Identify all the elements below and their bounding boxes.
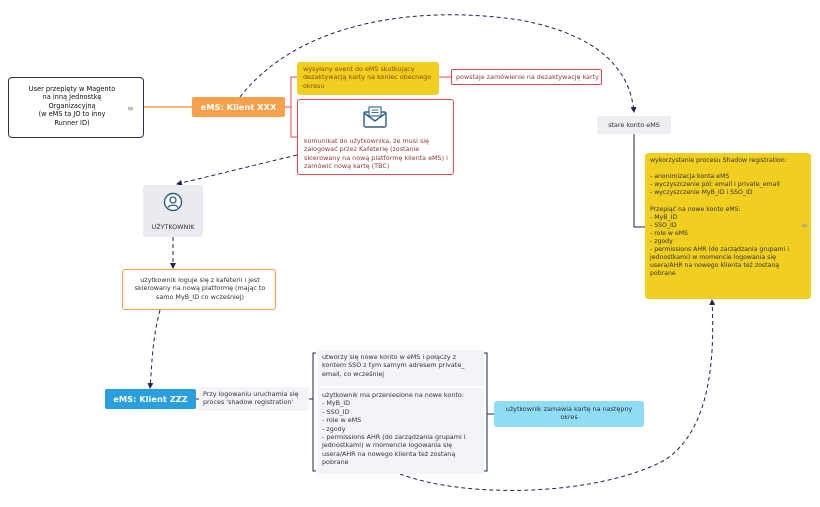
old-account-node[interactable]: stare konto eMS — [597, 116, 671, 134]
message-node[interactable]: komunikat do użytkownika, że musi się za… — [297, 99, 454, 175]
event-node[interactable]: wysyłany event do eMS skutkujący dezakty… — [297, 62, 439, 95]
login-node[interactable]: użytkownik loguje się z kafeterii i jest… — [122, 269, 276, 310]
connector-old-account-shadow — [633, 134, 645, 228]
shadow-trigger-node[interactable]: Przy logowaniu uruchamia się proces 'sha… — [199, 387, 309, 411]
user-note-box[interactable]: User przepięty w Magento na inną Jednost… — [8, 77, 144, 138]
order-node[interactable]: powstaje zamówienie na dezaktywację kart… — [451, 69, 602, 85]
event-text: wysyłany event do eMS skutkujący dezakty… — [303, 65, 432, 90]
new-account-text: utworzy się nowe konto w eMS i połączy z… — [322, 353, 465, 378]
old-account-text: stare konto eMS — [608, 121, 660, 129]
shadow-registration-node[interactable]: wykorzystanie procesu Shadow registratio… — [645, 153, 811, 299]
user-node[interactable]: UŻYTKOWNIK — [143, 185, 203, 237]
client-zzz-node[interactable]: eMS: Klient ZZZ — [105, 389, 196, 409]
envelope-icon — [363, 106, 387, 128]
message-text: komunikat do użytkownika, że musi się za… — [304, 137, 448, 171]
shadow-registration-text: wykorzystanie procesu Shadow registratio… — [650, 157, 789, 278]
bracket-left — [312, 352, 316, 472]
user-label: UŻYTKOWNIK — [151, 223, 195, 231]
connector-client-event — [285, 76, 297, 108]
arc-client-to-old-account — [239, 14, 637, 113]
user-note-text: User przepięty w Magento na inną Jednost… — [28, 85, 116, 127]
reorder-card-node[interactable]: użytkownik zamawia kartę na następny okr… — [494, 401, 644, 427]
login-text: użytkownik loguje się z kafeterii i jest… — [134, 276, 266, 301]
arrow-login-to-client-zzz — [147, 309, 161, 389]
connector-client-message — [290, 107, 297, 138]
client-xxx-node[interactable]: eMS: Klient XXX — [192, 97, 285, 117]
arc-bracket-to-shadow — [399, 299, 716, 491]
moved-items-node[interactable]: użytkownik ma przeniesione na nowe konto… — [318, 388, 484, 474]
note-icon: ≡ — [127, 104, 134, 113]
order-text: powstaje zamówienie na dezaktywację kart… — [456, 73, 599, 81]
arc-message-to-user — [176, 154, 298, 186]
shadow-trigger-text: Przy logowaniu uruchamia się proces 'sha… — [203, 390, 299, 407]
reorder-card-text: użytkownik zamawia kartę na następny okr… — [505, 405, 633, 422]
new-account-node[interactable]: utworzy się nowe konto w eMS i połączy z… — [318, 350, 484, 386]
note-icon: ≡ — [801, 221, 808, 230]
moved-items-text: użytkownik ma przeniesione na nowe konto… — [322, 391, 466, 467]
user-icon — [163, 192, 183, 212]
bracket-right — [484, 352, 488, 472]
